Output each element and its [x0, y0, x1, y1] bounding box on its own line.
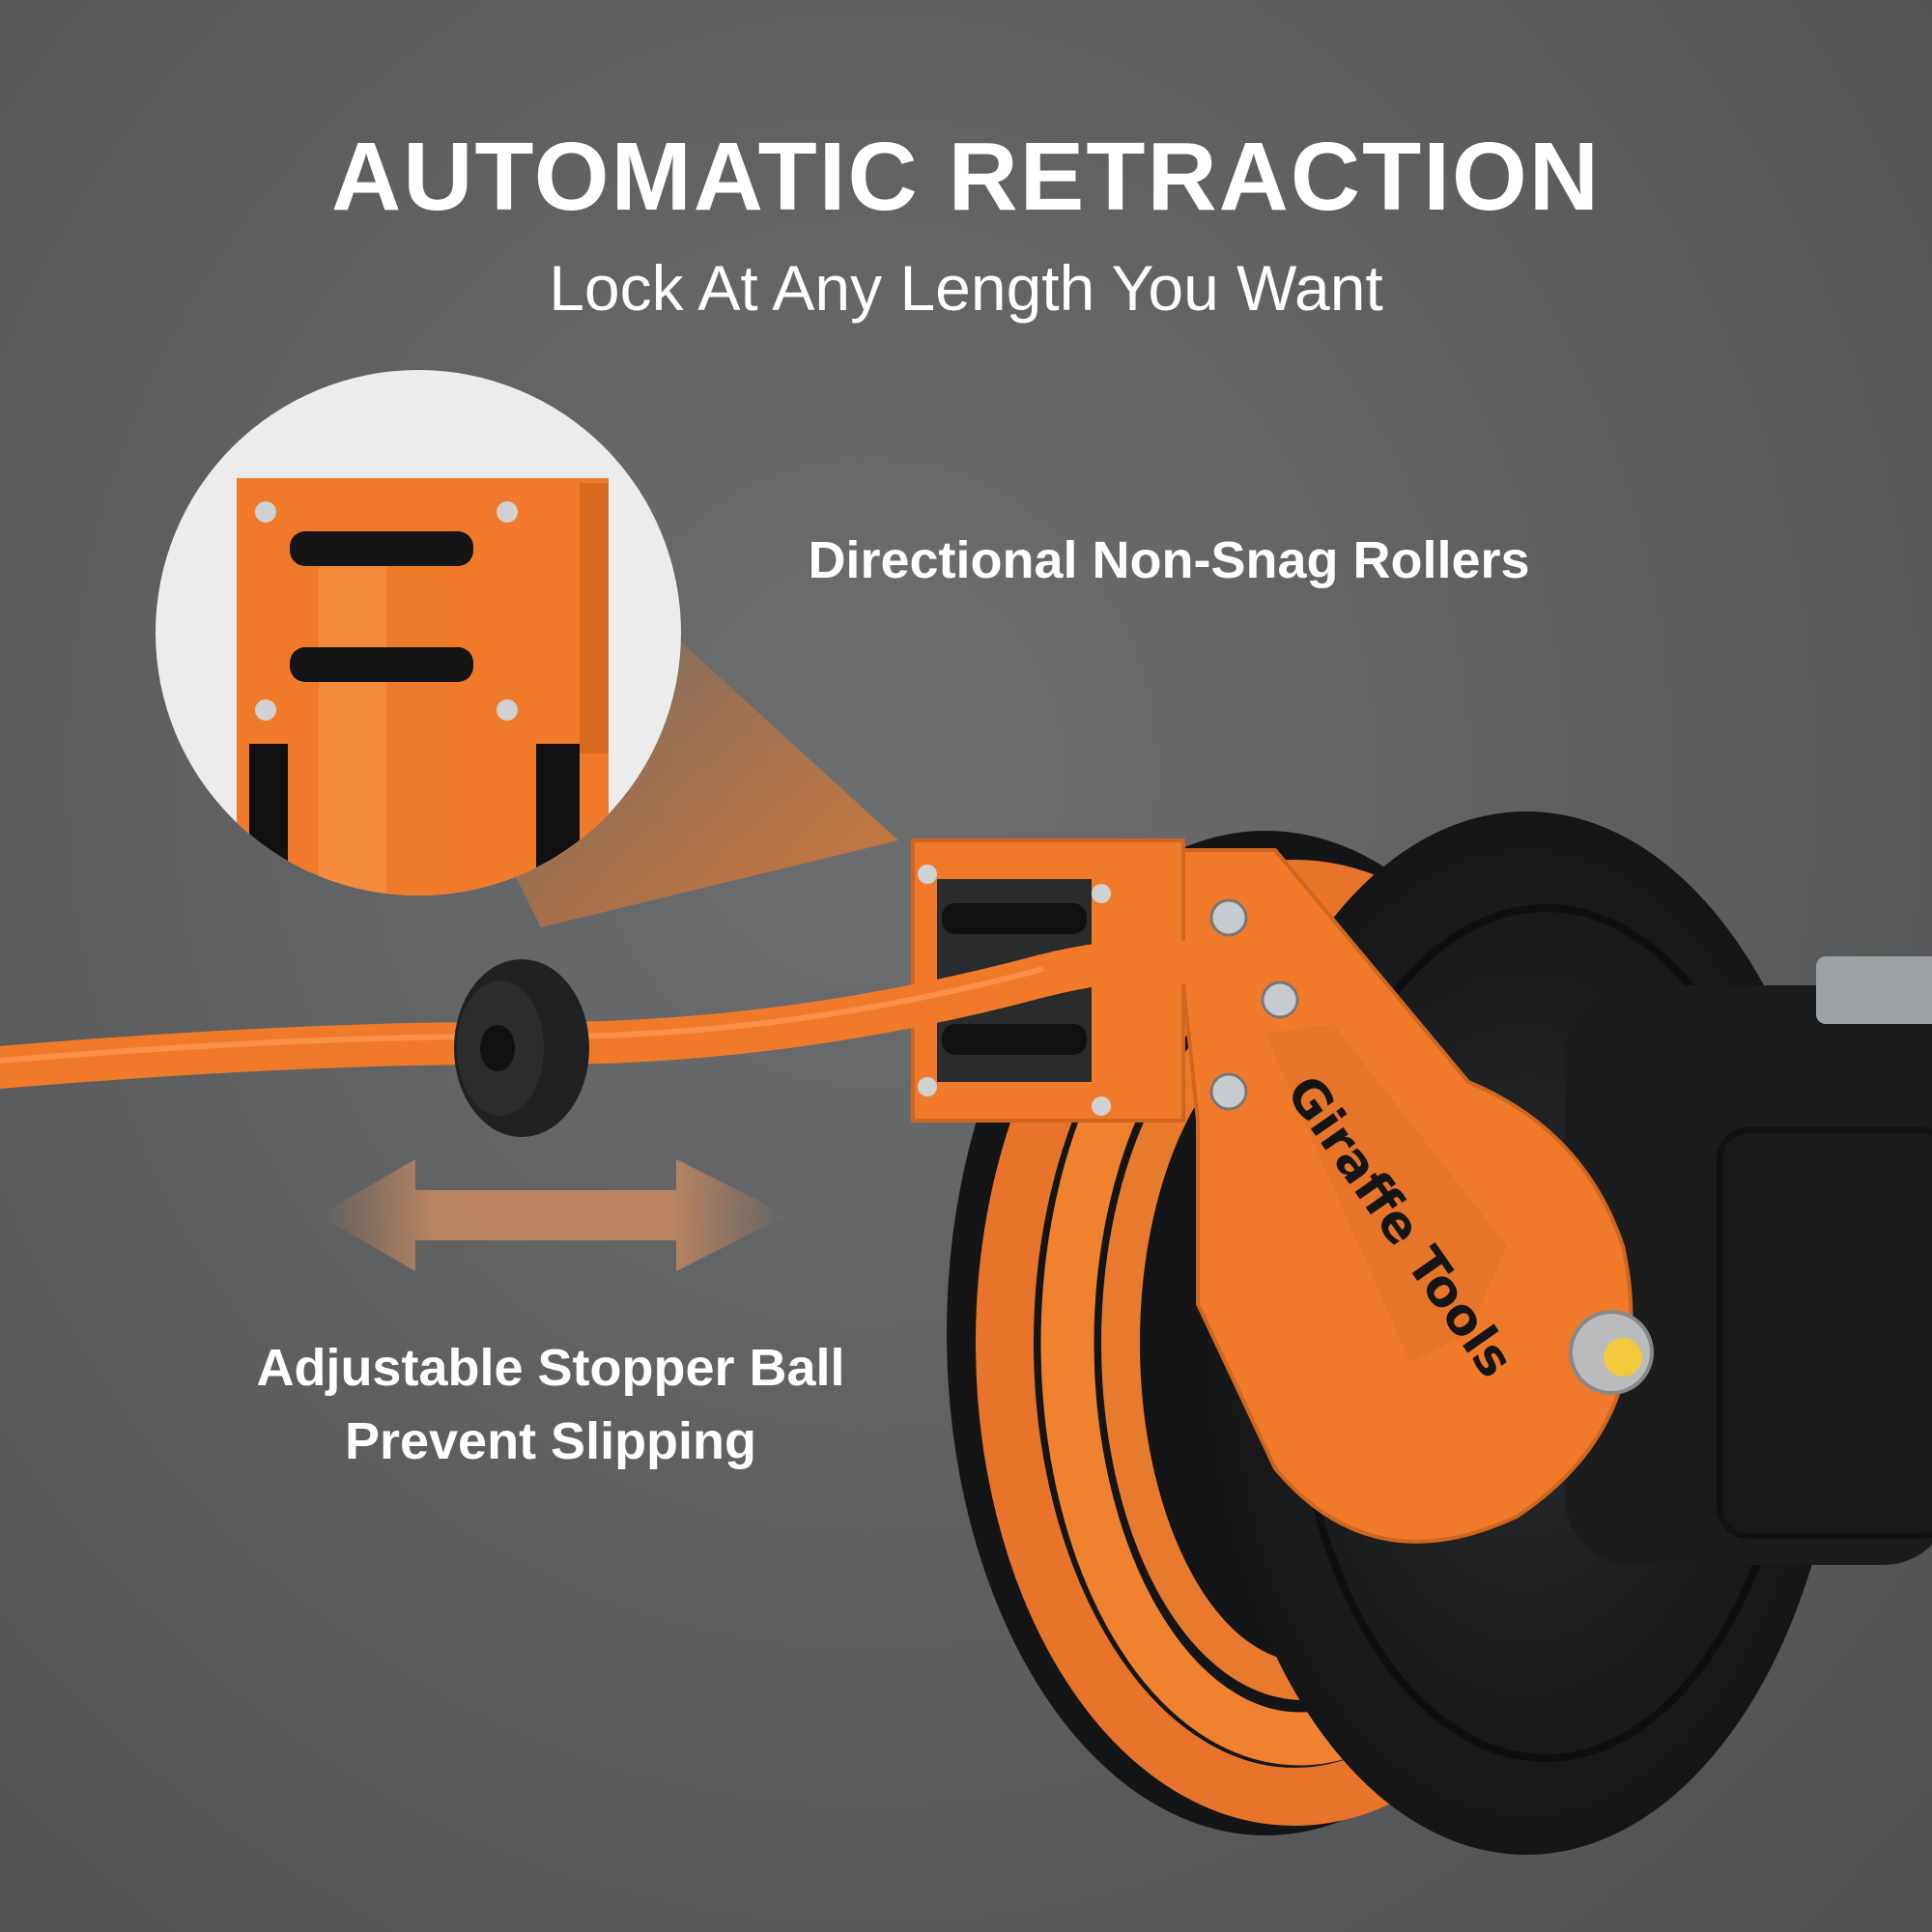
headline-title: AUTOMATIC RETRACTION — [331, 123, 1601, 231]
zoom-beam — [502, 638, 898, 927]
zoom-detail — [237, 478, 609, 895]
rollers-callout: Directional Non-Snag Rollers — [808, 531, 1530, 589]
stopper-callout: Adjustable Stopper Ball Prevent Slipping — [193, 1331, 908, 1478]
stopper-callout-line2: Prevent Slipping — [344, 1412, 757, 1470]
double-arrow — [319, 1159, 787, 1271]
headline-subtitle: Lock At Any Length You Want — [549, 252, 1383, 324]
stopper-callout-line1: Adjustable Stopper Ball — [256, 1339, 845, 1397]
bracket-bolts — [1209, 898, 1299, 1111]
stopper-ball — [454, 959, 589, 1137]
hose — [0, 939, 1229, 1089]
